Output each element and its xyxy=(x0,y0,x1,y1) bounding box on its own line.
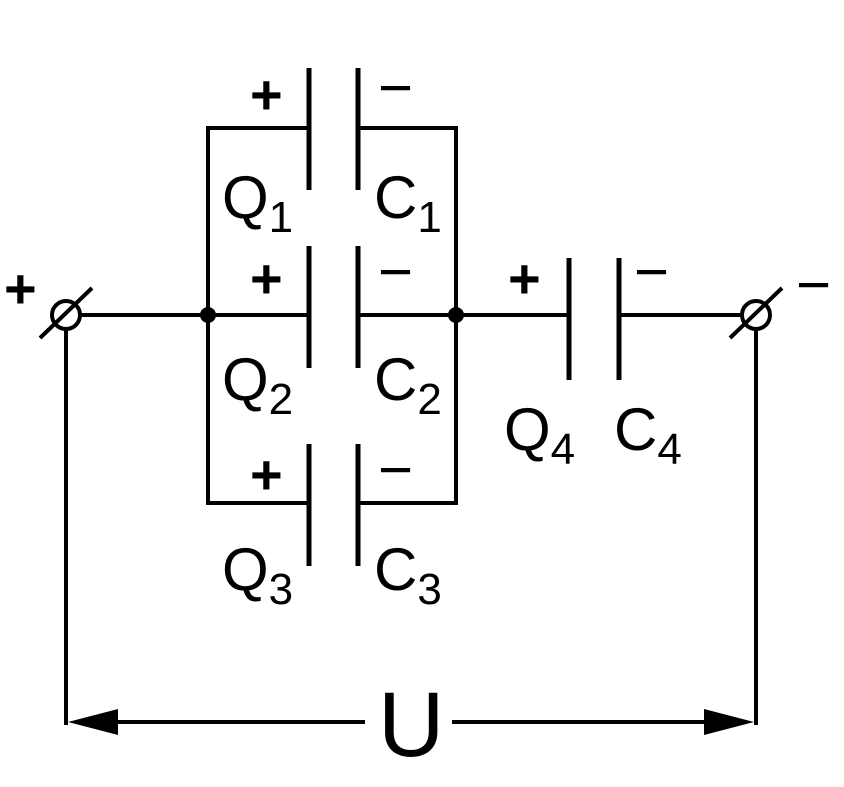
c2-plus-sign: + xyxy=(250,247,283,310)
capacitor-c1 xyxy=(208,68,456,190)
terminal-right xyxy=(728,286,784,340)
c4-minus-sign: − xyxy=(634,238,669,305)
capacitor-c2 xyxy=(208,246,456,368)
label-c2: C2 xyxy=(374,346,442,424)
c4-plus-sign: + xyxy=(508,247,541,310)
label-q2: Q2 xyxy=(222,346,293,424)
junction-left xyxy=(200,307,216,323)
label-c1: C1 xyxy=(374,164,442,242)
label-c4: C4 xyxy=(614,396,682,474)
label-c3: C3 xyxy=(374,536,442,614)
arrowhead-left-icon xyxy=(68,709,118,735)
label-q4: Q4 xyxy=(504,396,575,474)
c3-plus-sign: + xyxy=(250,443,283,506)
c1-minus-sign: − xyxy=(378,54,413,121)
voltage-label: U xyxy=(378,674,444,776)
terminal-right-sign: − xyxy=(796,251,831,318)
c3-minus-sign: − xyxy=(378,436,413,503)
label-q1: Q1 xyxy=(222,164,293,242)
label-q3: Q3 xyxy=(222,536,293,614)
c1-plus-sign: + xyxy=(250,63,283,126)
junction-right xyxy=(448,307,464,323)
arrowhead-right-icon xyxy=(704,709,754,735)
voltage-arrow xyxy=(68,709,754,735)
terminal-left-sign: + xyxy=(4,257,37,320)
capacitor-c4 xyxy=(456,258,756,380)
c2-minus-sign: − xyxy=(378,238,413,305)
capacitor-c3 xyxy=(208,444,456,566)
